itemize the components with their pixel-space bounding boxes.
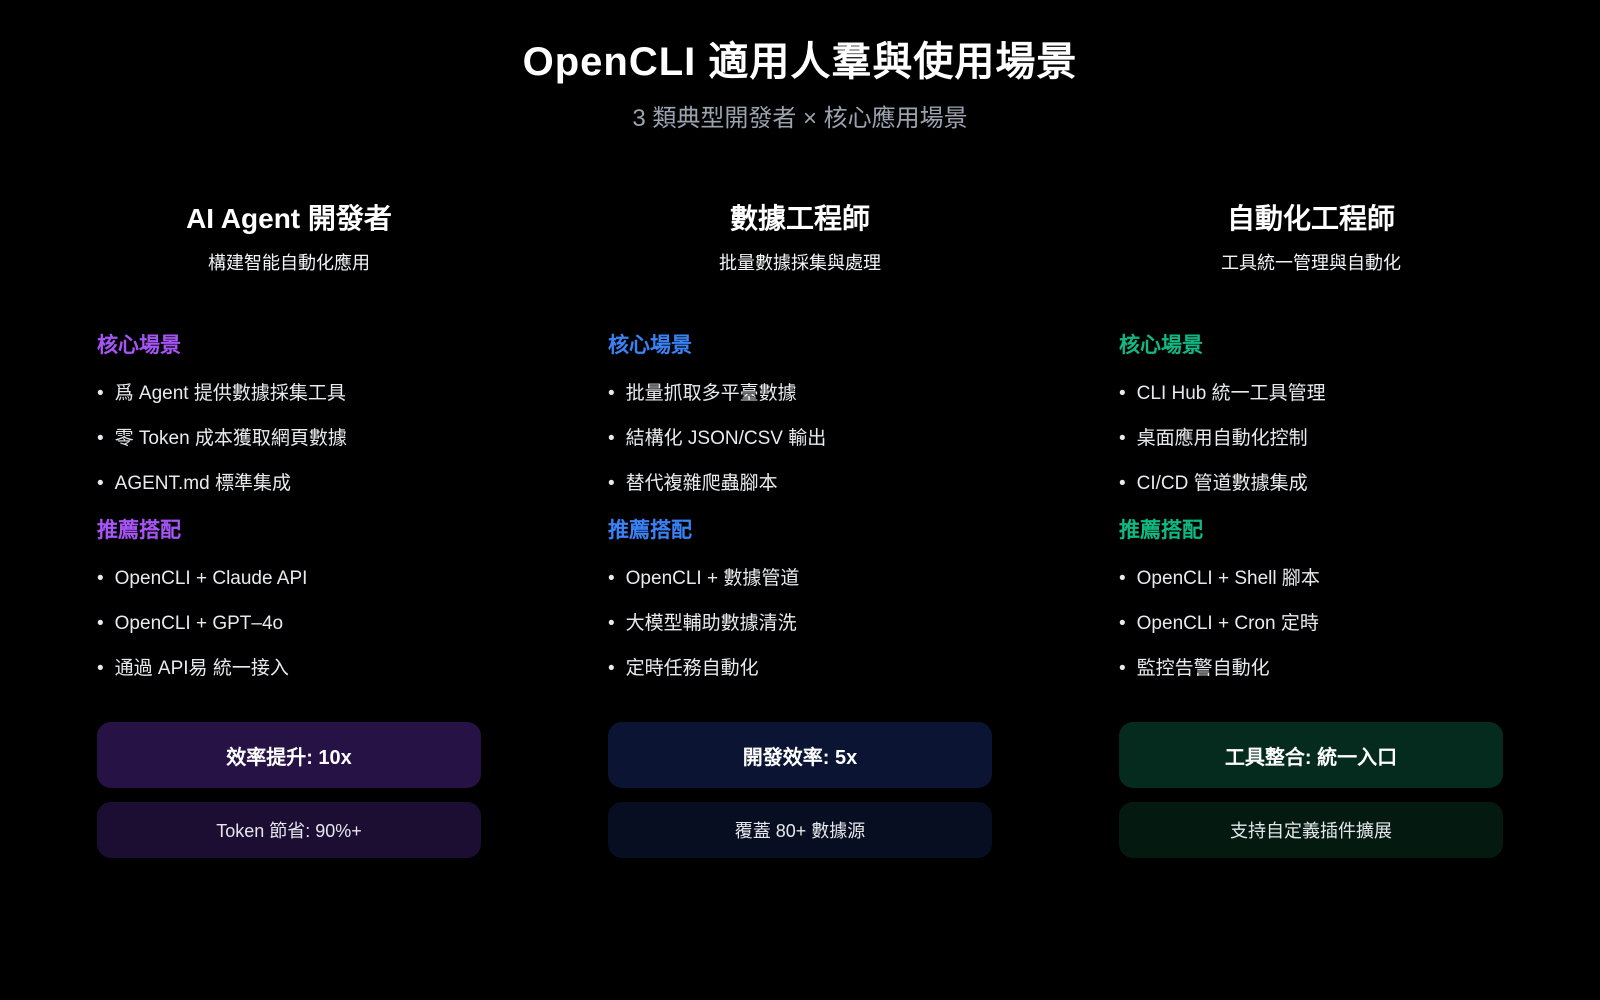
- persona-title: AI Agent 開發者: [186, 203, 392, 234]
- recommended-pairings-heading: 推薦搭配: [97, 519, 181, 542]
- bullet-icon: •: [608, 473, 615, 494]
- metric-badge-primary: 開發效率: 5x: [608, 722, 992, 788]
- recommended-pairings-list: •OpenCLI + Claude API •OpenCLI + GPT–4o …: [97, 566, 481, 682]
- metric-badge-secondary: 支持自定義插件擴展: [1119, 802, 1503, 858]
- metric-badges: 效率提升: 10x Token 節省: 90%+: [97, 722, 481, 858]
- metric-badges: 開發效率: 5x 覆蓋 80+ 數據源: [608, 722, 992, 858]
- list-item: •定時任務自動化: [608, 656, 992, 682]
- bullet-icon: •: [1119, 428, 1126, 449]
- list-item: •結構化 JSON/CSV 輸出: [608, 426, 992, 452]
- bullet-icon: •: [97, 568, 104, 589]
- page-title: OpenCLI 適用人羣與使用場景: [522, 40, 1078, 84]
- persona-subtitle: 構建智能自動化應用: [208, 253, 370, 273]
- persona-columns: AI Agent 開發者 構建智能自動化應用 核心場景 •爲 Agent 提供數…: [97, 200, 1503, 858]
- bullet-icon: •: [608, 428, 615, 449]
- core-scenarios-list: •爲 Agent 提供數據採集工具 •零 Token 成本獲取網頁數據 •AGE…: [97, 381, 481, 497]
- bullet-icon: •: [97, 658, 104, 679]
- bullet-icon: •: [1119, 568, 1126, 589]
- bullet-icon: •: [97, 383, 104, 404]
- persona-column-automation-engineer: 自動化工程師 工具統一管理與自動化 核心場景 •CLI Hub 統一工具管理 •…: [1119, 200, 1503, 858]
- list-item: •AGENT.md 標準集成: [97, 471, 481, 497]
- persona-subtitle: 工具統一管理與自動化: [1221, 253, 1401, 273]
- bullet-icon: •: [97, 473, 104, 494]
- recommended-pairings-heading: 推薦搭配: [608, 519, 692, 542]
- list-item: •通過 API易 統一接入: [97, 656, 481, 682]
- metric-badge-secondary: 覆蓋 80+ 數據源: [608, 802, 992, 858]
- list-item: •批量抓取多平臺數據: [608, 381, 992, 407]
- metric-badges: 工具整合: 統一入口 支持自定義插件擴展: [1119, 722, 1503, 858]
- list-item: •OpenCLI + Cron 定時: [1119, 611, 1503, 637]
- bullet-icon: •: [1119, 473, 1126, 494]
- bullet-icon: •: [97, 613, 104, 634]
- list-item: •CI/CD 管道數據集成: [1119, 471, 1503, 497]
- bullet-icon: •: [608, 658, 615, 679]
- core-scenarios-heading: 核心場景: [1119, 334, 1203, 357]
- metric-badge-primary: 效率提升: 10x: [97, 722, 481, 788]
- metric-badge-primary: 工具整合: 統一入口: [1119, 722, 1503, 788]
- page-subtitle: 3 類典型開發者 × 核心應用場景: [632, 105, 968, 132]
- list-item: •替代複雜爬蟲腳本: [608, 471, 992, 497]
- list-item: •爲 Agent 提供數據採集工具: [97, 381, 481, 407]
- list-item: •監控告警自動化: [1119, 656, 1503, 682]
- recommended-pairings-list: •OpenCLI + Shell 腳本 •OpenCLI + Cron 定時 •…: [1119, 566, 1503, 682]
- bullet-icon: •: [1119, 613, 1126, 634]
- list-item: •OpenCLI + Claude API: [97, 566, 481, 592]
- list-item: •OpenCLI + Shell 腳本: [1119, 566, 1503, 592]
- list-item: •桌面應用自動化控制: [1119, 426, 1503, 452]
- persona-column-ai-agent: AI Agent 開發者 構建智能自動化應用 核心場景 •爲 Agent 提供數…: [97, 200, 481, 858]
- core-scenarios-list: •批量抓取多平臺數據 •結構化 JSON/CSV 輸出 •替代複雜爬蟲腳本: [608, 381, 992, 497]
- core-scenarios-list: •CLI Hub 統一工具管理 •桌面應用自動化控制 •CI/CD 管道數據集成: [1119, 381, 1503, 497]
- bullet-icon: •: [1119, 383, 1126, 404]
- bullet-icon: •: [97, 428, 104, 449]
- list-item: •大模型輔助數據清洗: [608, 611, 992, 637]
- recommended-pairings-list: •OpenCLI + 數據管道 •大模型輔助數據清洗 •定時任務自動化: [608, 566, 992, 682]
- metric-badge-secondary: Token 節省: 90%+: [97, 802, 481, 858]
- core-scenarios-heading: 核心場景: [608, 334, 692, 357]
- bullet-icon: •: [608, 383, 615, 404]
- list-item: •CLI Hub 統一工具管理: [1119, 381, 1503, 407]
- list-item: •OpenCLI + 數據管道: [608, 566, 992, 592]
- core-scenarios-heading: 核心場景: [97, 334, 181, 357]
- persona-subtitle: 批量數據採集與處理: [719, 253, 881, 273]
- persona-title: 自動化工程師: [1226, 203, 1395, 234]
- list-item: •OpenCLI + GPT–4o: [97, 611, 481, 637]
- bullet-icon: •: [608, 568, 615, 589]
- persona-title: 數據工程師: [729, 203, 870, 234]
- recommended-pairings-heading: 推薦搭配: [1119, 519, 1203, 542]
- persona-column-data-engineer: 數據工程師 批量數據採集與處理 核心場景 •批量抓取多平臺數據 •結構化 JSO…: [608, 200, 992, 858]
- list-item: •零 Token 成本獲取網頁數據: [97, 426, 481, 452]
- bullet-icon: •: [1119, 658, 1126, 679]
- bullet-icon: •: [608, 613, 615, 634]
